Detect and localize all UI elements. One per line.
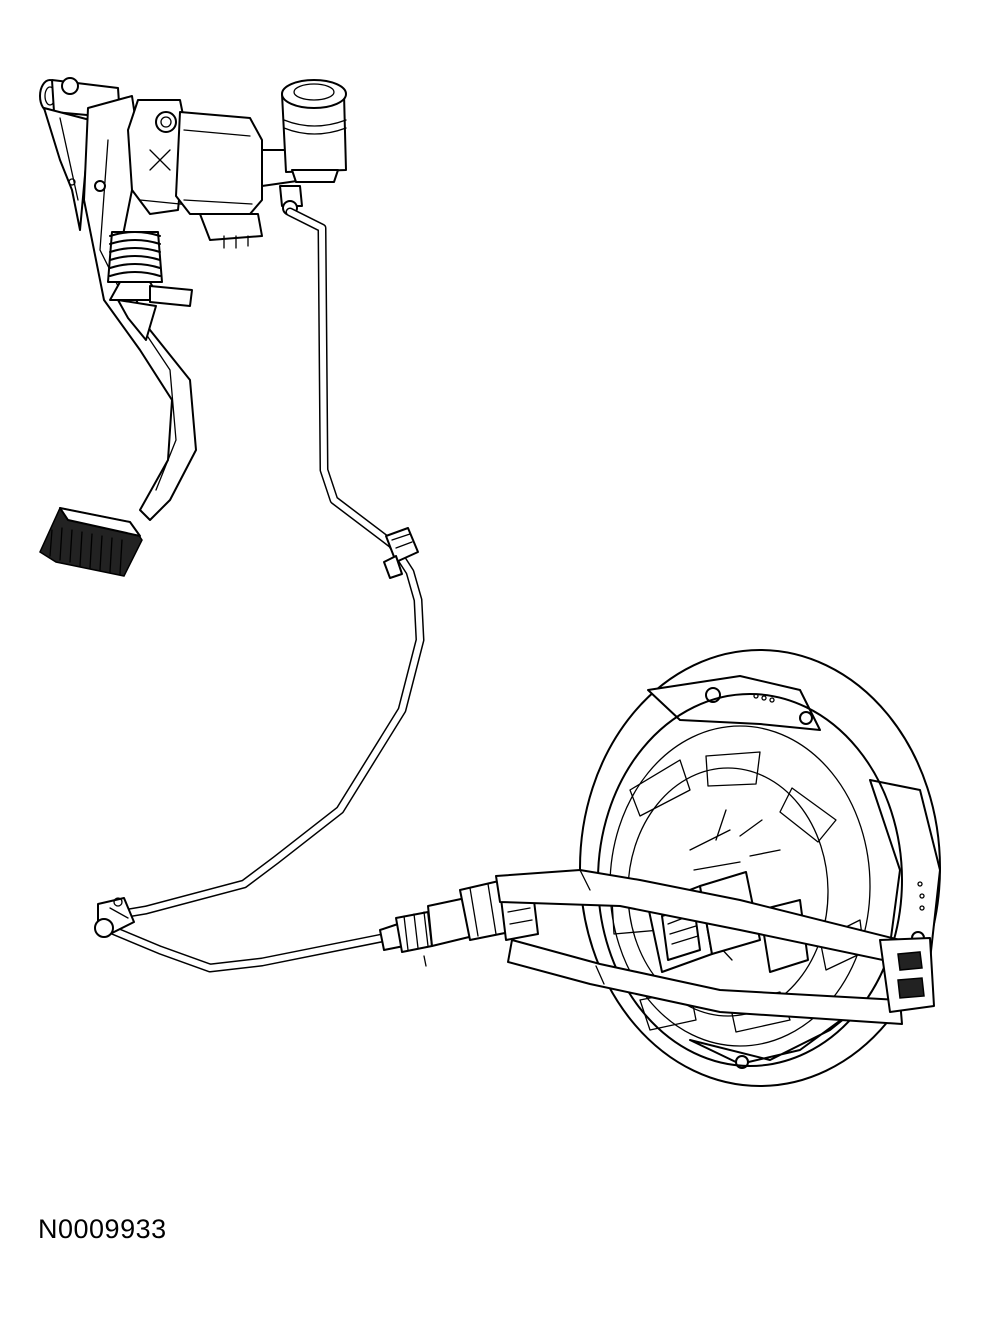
clutch-pedal-assembly — [39, 77, 197, 577]
assist-spring — [107, 231, 193, 341]
line-clip — [383, 527, 419, 579]
release-fork — [495, 869, 935, 1025]
clutch-master-cylinder — [175, 79, 347, 249]
figure-id-label: N0009933 — [38, 1214, 167, 1244]
quick-connect-fitting — [94, 897, 135, 938]
hydraulic-line — [105, 207, 425, 973]
